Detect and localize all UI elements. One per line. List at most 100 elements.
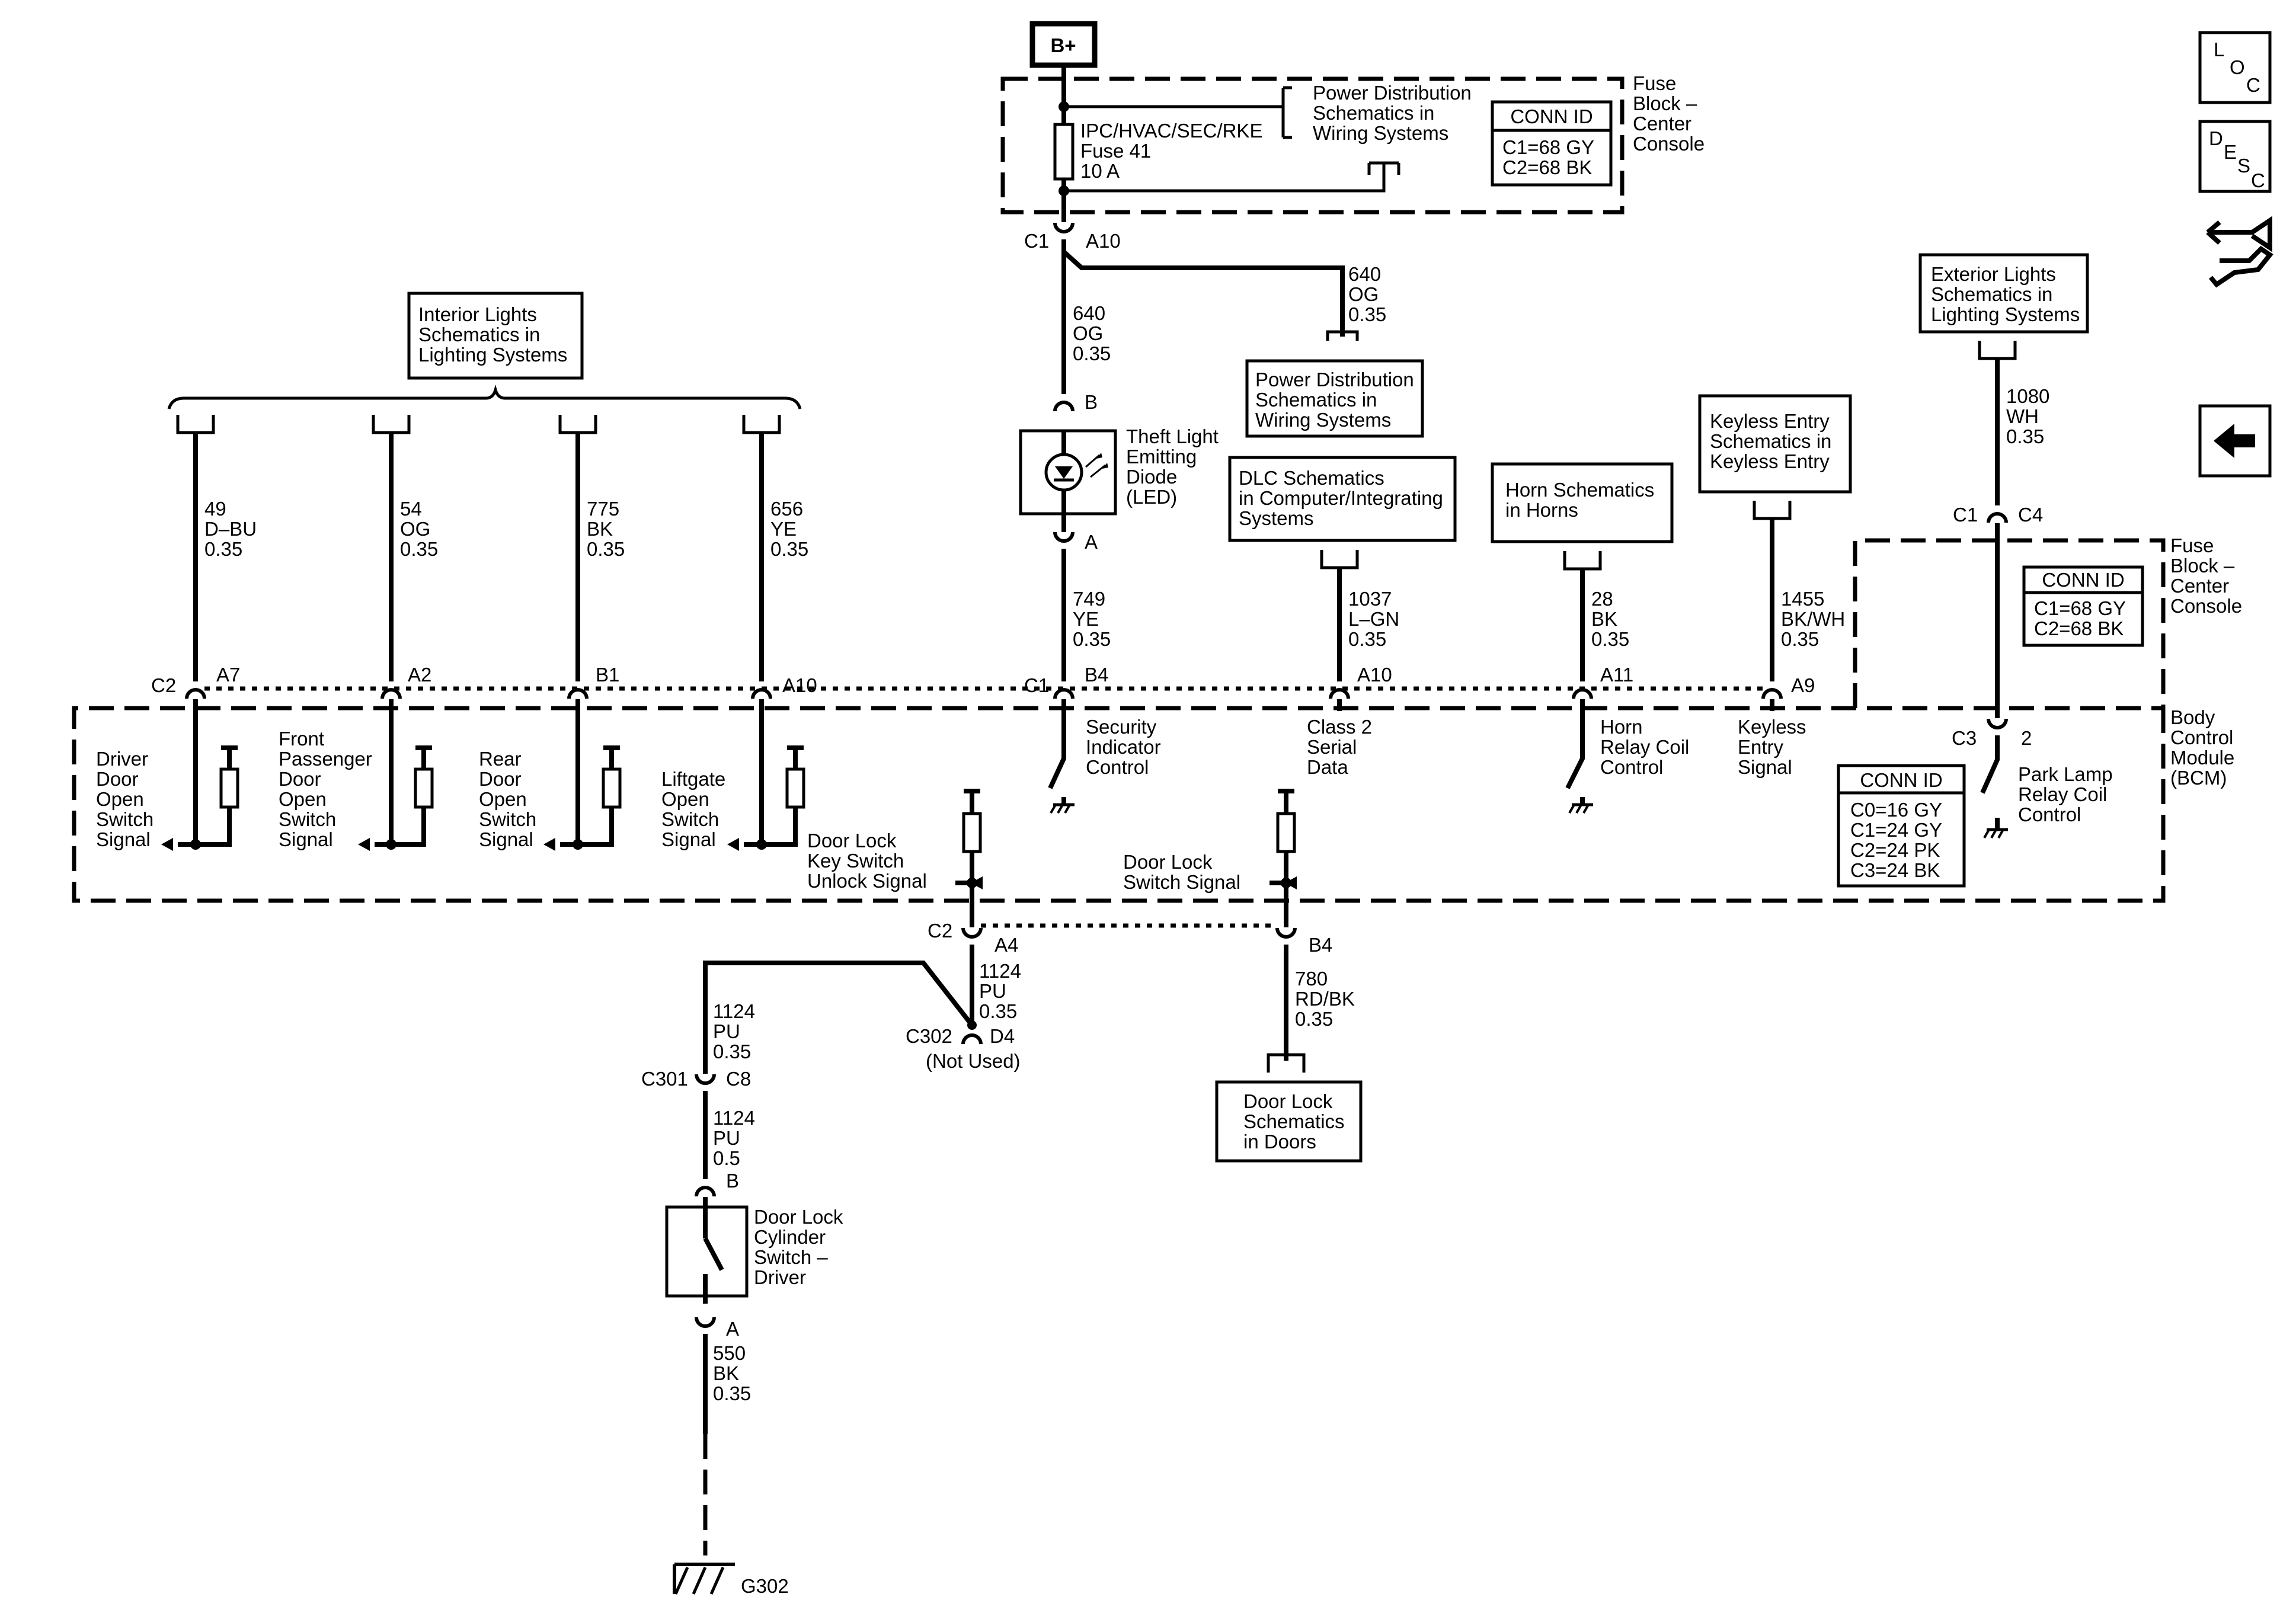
svg-text:CONN ID: CONN ID (2042, 569, 2124, 591)
svg-text:Driver: Driver (96, 748, 148, 770)
svg-text:Indicator: Indicator (1086, 736, 1161, 758)
pin-c3: C3 (1952, 727, 1977, 749)
wire-49-dbu: 49 D–BU 0.35 (204, 498, 257, 560)
svg-text:Fuse: Fuse (1633, 72, 1676, 94)
svg-text:Horn: Horn (1600, 716, 1643, 738)
wire-1080-wh: 1080 WH 0.35 (2006, 385, 2049, 447)
pin-switch-b: B (726, 1170, 739, 1192)
svg-text:PU: PU (713, 1020, 740, 1042)
wire-28-bk: 28 BK 0.35 (1591, 588, 1629, 650)
svg-text:Open: Open (96, 788, 144, 810)
svg-text:Switch Signal: Switch Signal (1123, 871, 1240, 893)
svg-text:(LED): (LED) (1126, 486, 1177, 508)
svg-text:WH: WH (2006, 405, 2039, 427)
ref-horn: Horn Schematics in Horns (1491, 462, 1674, 543)
svg-text:Block –: Block – (2170, 555, 2235, 577)
svg-text:OG: OG (1348, 283, 1379, 305)
desc-icon[interactable]: D E S C (2198, 120, 2272, 193)
wire-640-og-branch: 640 OG 0.35 (1348, 263, 1386, 325)
svg-text:C1=68 GY: C1=68 GY (2034, 597, 2126, 619)
wire-656-ye: 656 YE 0.35 (770, 498, 808, 560)
svg-text:Signal: Signal (1738, 756, 1792, 778)
svg-text:Park Lamp: Park Lamp (2018, 763, 2113, 785)
svg-text:Power Distribution: Power Distribution (1255, 369, 1414, 391)
svg-text:C: C (2246, 74, 2260, 96)
svg-text:DLC Schematics: DLC Schematics (1239, 467, 1384, 489)
svg-text:C0=16 GY: C0=16 GY (1850, 799, 1942, 821)
svg-text:Console: Console (1633, 133, 1705, 155)
svg-text:0.35: 0.35 (1073, 628, 1111, 650)
svg-text:Control: Control (1086, 756, 1149, 778)
svg-text:28: 28 (1591, 588, 1613, 610)
svg-text:RD/BK: RD/BK (1295, 988, 1355, 1010)
connector-end-view-icon[interactable] (2206, 216, 2273, 288)
svg-text:Open: Open (479, 788, 527, 810)
svg-text:L: L (2214, 39, 2224, 60)
svg-text:54: 54 (400, 498, 422, 520)
svg-text:Door: Door (279, 768, 321, 790)
pin-c3-2: 2 (2021, 727, 2032, 749)
svg-text:0.35: 0.35 (587, 538, 625, 560)
svg-text:Door: Door (479, 768, 522, 790)
svg-text:A10: A10 (782, 674, 817, 696)
svg-text:0.35: 0.35 (204, 538, 242, 560)
svg-text:A10: A10 (1357, 664, 1392, 686)
svg-text:in Horns: in Horns (1505, 499, 1578, 521)
svg-text:CONN ID: CONN ID (1510, 105, 1593, 127)
svg-text:Schematics in: Schematics in (418, 324, 540, 345)
wire-1455-bkwh: 1455 BK/WH 0.35 (1781, 588, 1845, 650)
svg-text:Theft Light: Theft Light (1126, 425, 1219, 447)
svg-text:550: 550 (713, 1342, 746, 1364)
svg-text:Center: Center (1633, 113, 1691, 135)
wire-550-bk: 550 BK 0.35 (713, 1342, 751, 1404)
pin-b4-bottom: B4 (1309, 934, 1332, 956)
svg-text:640: 640 (1348, 263, 1381, 285)
svg-text:0.35: 0.35 (2006, 425, 2044, 447)
svg-text:0.35: 0.35 (770, 538, 808, 560)
liftgate-input: Liftgate Open Switch Signal (661, 699, 804, 851)
fuse-label: IPC/HVAC/SEC/RKE Fuse 41 10 A (1080, 120, 1262, 182)
svg-text:A2: A2 (408, 664, 431, 686)
svg-text:BK/WH: BK/WH (1781, 608, 1845, 630)
svg-text:C1: C1 (1024, 674, 1049, 696)
conn-id-bcm: CONN ID C0=16 GY C1=24 GY C2=24 PK C3=24… (1837, 764, 1966, 888)
svg-text:O: O (2230, 56, 2245, 78)
svg-text:Power Distribution: Power Distribution (1313, 82, 1472, 104)
svg-text:749: 749 (1073, 588, 1105, 610)
ref-power-distribution: Power Distribution Schematics in Wiring … (1245, 359, 1424, 438)
svg-text:0.35: 0.35 (1591, 628, 1629, 650)
door-lock-cylinder-switch (665, 1197, 749, 1304)
back-arrow-icon[interactable] (2198, 404, 2272, 478)
svg-text:Switch –: Switch – (754, 1246, 828, 1268)
loc-icon[interactable]: L O C (2198, 31, 2272, 104)
svg-text:Control: Control (1600, 756, 1663, 778)
svg-text:0.35: 0.35 (1295, 1008, 1333, 1030)
svg-text:BK: BK (713, 1362, 739, 1384)
power-distribution-ref-top: Power Distribution Schematics in Wiring … (1313, 82, 1472, 144)
pin-led-b: B (1085, 391, 1098, 413)
svg-text:C1=68 GY: C1=68 GY (1502, 136, 1594, 158)
battery-positive: B+ (1029, 21, 1098, 68)
svg-text:Rear: Rear (479, 748, 522, 770)
svg-text:Switch: Switch (96, 808, 154, 830)
svg-text:C2=24 PK: C2=24 PK (1850, 839, 1940, 861)
svg-text:YE: YE (1073, 608, 1099, 630)
svg-text:Systems: Systems (1239, 507, 1314, 529)
svg-text:Emitting: Emitting (1126, 446, 1197, 468)
pin-c4-right: C4 (2018, 504, 2043, 526)
svg-text:Keyless Entry: Keyless Entry (1710, 410, 1830, 432)
rear-door-input: Rear Door Open Switch Signal (479, 699, 620, 851)
keyless-entry-signal: Keyless Entry Signal (1738, 699, 1806, 778)
svg-text:B+: B+ (1050, 34, 1076, 56)
svg-text:49: 49 (204, 498, 226, 520)
pin-a10-top: A10 (1086, 230, 1121, 252)
wire-749-ye: 749 YE 0.35 (1073, 588, 1111, 650)
svg-text:10 A: 10 A (1080, 160, 1120, 182)
svg-text:YE: YE (770, 518, 797, 540)
svg-text:Fuse: Fuse (2170, 534, 2214, 556)
class-2-serial-data: Class 2 Serial Data (1307, 699, 1372, 778)
svg-text:D–BU: D–BU (204, 518, 257, 540)
svg-text:Block –: Block – (1633, 92, 1697, 114)
pin-c1-right: C1 (1953, 504, 1978, 526)
